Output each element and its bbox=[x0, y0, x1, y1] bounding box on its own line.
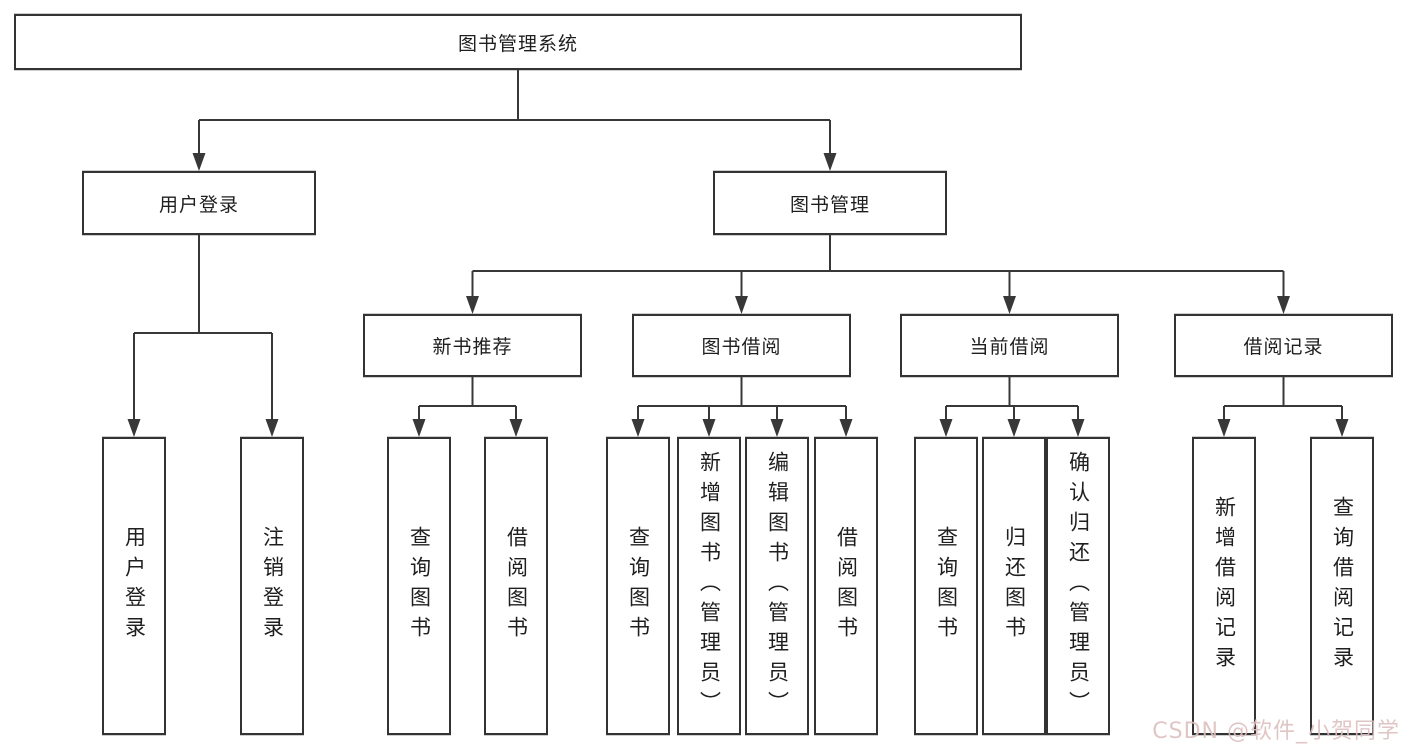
node-label: 图书管理系统 bbox=[457, 32, 578, 55]
node-query-book-1: 查询图书 bbox=[387, 437, 451, 735]
node-label: 用户登录 bbox=[158, 193, 239, 216]
node-book-borrow: 图书借阅 bbox=[632, 314, 851, 377]
node-label: 查询图书 bbox=[407, 526, 432, 646]
node-add-book-admin: 新增图书（管理员） bbox=[677, 437, 741, 735]
node-label: 新书推荐 bbox=[432, 336, 513, 358]
node-label: 新增借阅记录 bbox=[1212, 496, 1237, 676]
node-add-borrow-record: 新增借阅记录 bbox=[1192, 437, 1256, 735]
node-label: 图书借阅 bbox=[701, 336, 782, 358]
node-query-borrow-record: 查询借阅记录 bbox=[1310, 437, 1374, 735]
node-label: 借阅图书 bbox=[834, 526, 859, 646]
node-return-book: 归还图书 bbox=[982, 437, 1046, 735]
node-borrow-book-2: 借阅图书 bbox=[814, 437, 878, 735]
node-label: 查询图书 bbox=[626, 526, 651, 646]
node-label: 查询借阅记录 bbox=[1330, 496, 1355, 676]
node-label: 归还图书 bbox=[1002, 526, 1027, 646]
node-edit-book-admin: 编辑图书（管理员） bbox=[745, 437, 809, 735]
node-label: 编辑图书（管理员） bbox=[765, 451, 790, 721]
node-label: 确认归还（管理员） bbox=[1066, 451, 1091, 721]
node-query-book-3: 查询图书 bbox=[914, 437, 978, 735]
node-confirm-return-admin: 确认归还（管理员） bbox=[1046, 437, 1110, 735]
node-label: 当前借阅 bbox=[969, 336, 1050, 358]
node-label: 注销登录 bbox=[260, 526, 285, 646]
node-label: 新增图书（管理员） bbox=[697, 451, 722, 721]
node-book-mgmt: 图书管理 bbox=[713, 171, 947, 235]
node-login: 用户登录 bbox=[102, 437, 166, 735]
node-logout: 注销登录 bbox=[240, 437, 304, 735]
node-label: 图书管理 bbox=[789, 193, 870, 216]
node-label: 查询图书 bbox=[934, 526, 959, 646]
node-query-book-2: 查询图书 bbox=[606, 437, 670, 735]
node-label: 用户登录 bbox=[122, 526, 147, 646]
node-root: 图书管理系统 bbox=[14, 14, 1022, 70]
node-current-borrow: 当前借阅 bbox=[900, 314, 1119, 377]
node-borrow-book-1: 借阅图书 bbox=[484, 437, 548, 735]
node-borrow-records: 借阅记录 bbox=[1174, 314, 1393, 377]
node-label: 借阅图书 bbox=[504, 526, 529, 646]
node-label: 借阅记录 bbox=[1243, 336, 1324, 358]
node-user-login: 用户登录 bbox=[82, 171, 316, 235]
node-new-book-rec: 新书推荐 bbox=[363, 314, 582, 377]
